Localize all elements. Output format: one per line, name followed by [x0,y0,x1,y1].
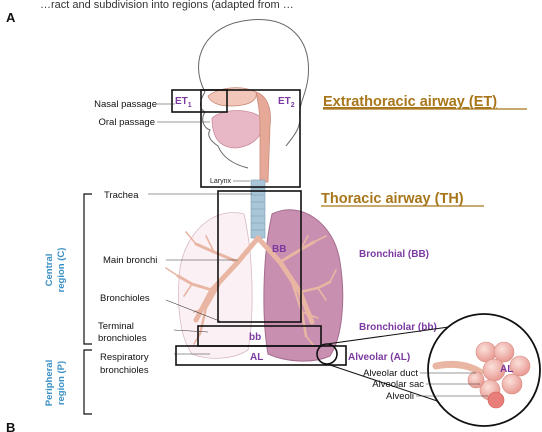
main-bronchi-label: Main bronchi [103,255,157,266]
respiratory-label-line1: Respiratory [100,352,149,363]
bronchioles-label: Bronchioles [100,293,150,304]
larynx-label: Larynx [210,178,232,185]
svg-text:Central: Central [44,254,55,287]
central-region-label: Central region (C) [44,248,67,293]
panel-a-letter: A [6,10,16,25]
alveoli-zoom [428,314,540,426]
bb-upper-label: BB [272,244,286,255]
terminal-label-line1: Terminal [98,321,134,332]
et1-label: ET1 [175,96,192,109]
al-label: AL [250,352,263,363]
extrathoracic-heading: Extrathoracic airway (ET) [323,94,497,110]
oral-cavity-tongue [212,111,263,149]
alveolar-duct-label: Alveolar duct [363,368,418,379]
svg-text:Peripheral: Peripheral [44,360,55,406]
respiratory-label-line2: bronchioles [100,365,149,376]
trachea-label: Trachea [104,190,139,201]
nasal-passage-label: Nasal passage [94,99,157,110]
thoracic-heading: Thoracic airway (TH) [321,191,464,207]
top-caption: …ract and subdivision into regions (adap… [40,0,294,11]
et2-label: ET2 [278,96,295,109]
bronchial-region-label: Bronchial (BB) [359,249,429,260]
alveolar-region-label: Alveolar (AL) [348,352,410,363]
central-region-bracket [84,194,92,344]
terminal-label-line2: bronchioles [98,333,147,344]
peripheral-region-label: Peripheral region (P) [44,360,67,406]
svg-text:region (C): region (C) [56,248,67,293]
peripheral-region-bracket [84,350,92,414]
bronchiolar-region-label: Bronchiolar (bb) [359,322,437,333]
alveolar-sac-label: Alveolar sac [372,379,424,390]
svg-text:region (P): region (P) [56,361,67,405]
oral-passage-label: Oral passage [98,117,155,128]
panel-b-letter: B [6,420,15,432]
al-zoom-label: AL [500,364,513,375]
alveoli-label: Alveoli [386,391,414,402]
bb-lower-label: bb [249,332,261,343]
lung-right [264,210,343,361]
